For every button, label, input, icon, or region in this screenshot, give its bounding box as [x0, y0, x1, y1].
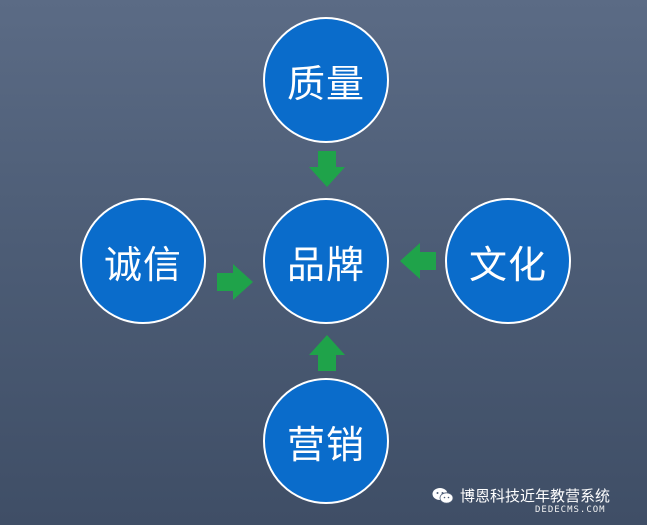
watermark-text: 博恩科技近年教营系统	[460, 487, 611, 505]
arrow-left-icon	[400, 243, 436, 279]
arrow-down-icon	[309, 151, 345, 187]
arrow-right-icon	[217, 264, 253, 300]
node-brand-label: 品牌	[286, 242, 365, 287]
arrow-up-icon	[309, 335, 345, 371]
node-integrity: 诚信	[80, 198, 206, 324]
node-brand: 品牌	[263, 198, 389, 324]
node-quality: 质量	[263, 17, 389, 143]
watermark: 博恩科技近年教营系统	[432, 485, 610, 506]
watermark-sub: DEDECMS.COM	[535, 505, 606, 515]
wechat-icon	[432, 487, 454, 504]
node-culture: 文化	[445, 198, 571, 324]
node-quality-label: 质量	[286, 61, 365, 106]
node-marketing: 营销	[263, 378, 389, 504]
node-culture-label: 文化	[468, 242, 547, 287]
node-integrity-label: 诚信	[103, 242, 182, 287]
node-marketing-label: 营销	[286, 422, 365, 467]
